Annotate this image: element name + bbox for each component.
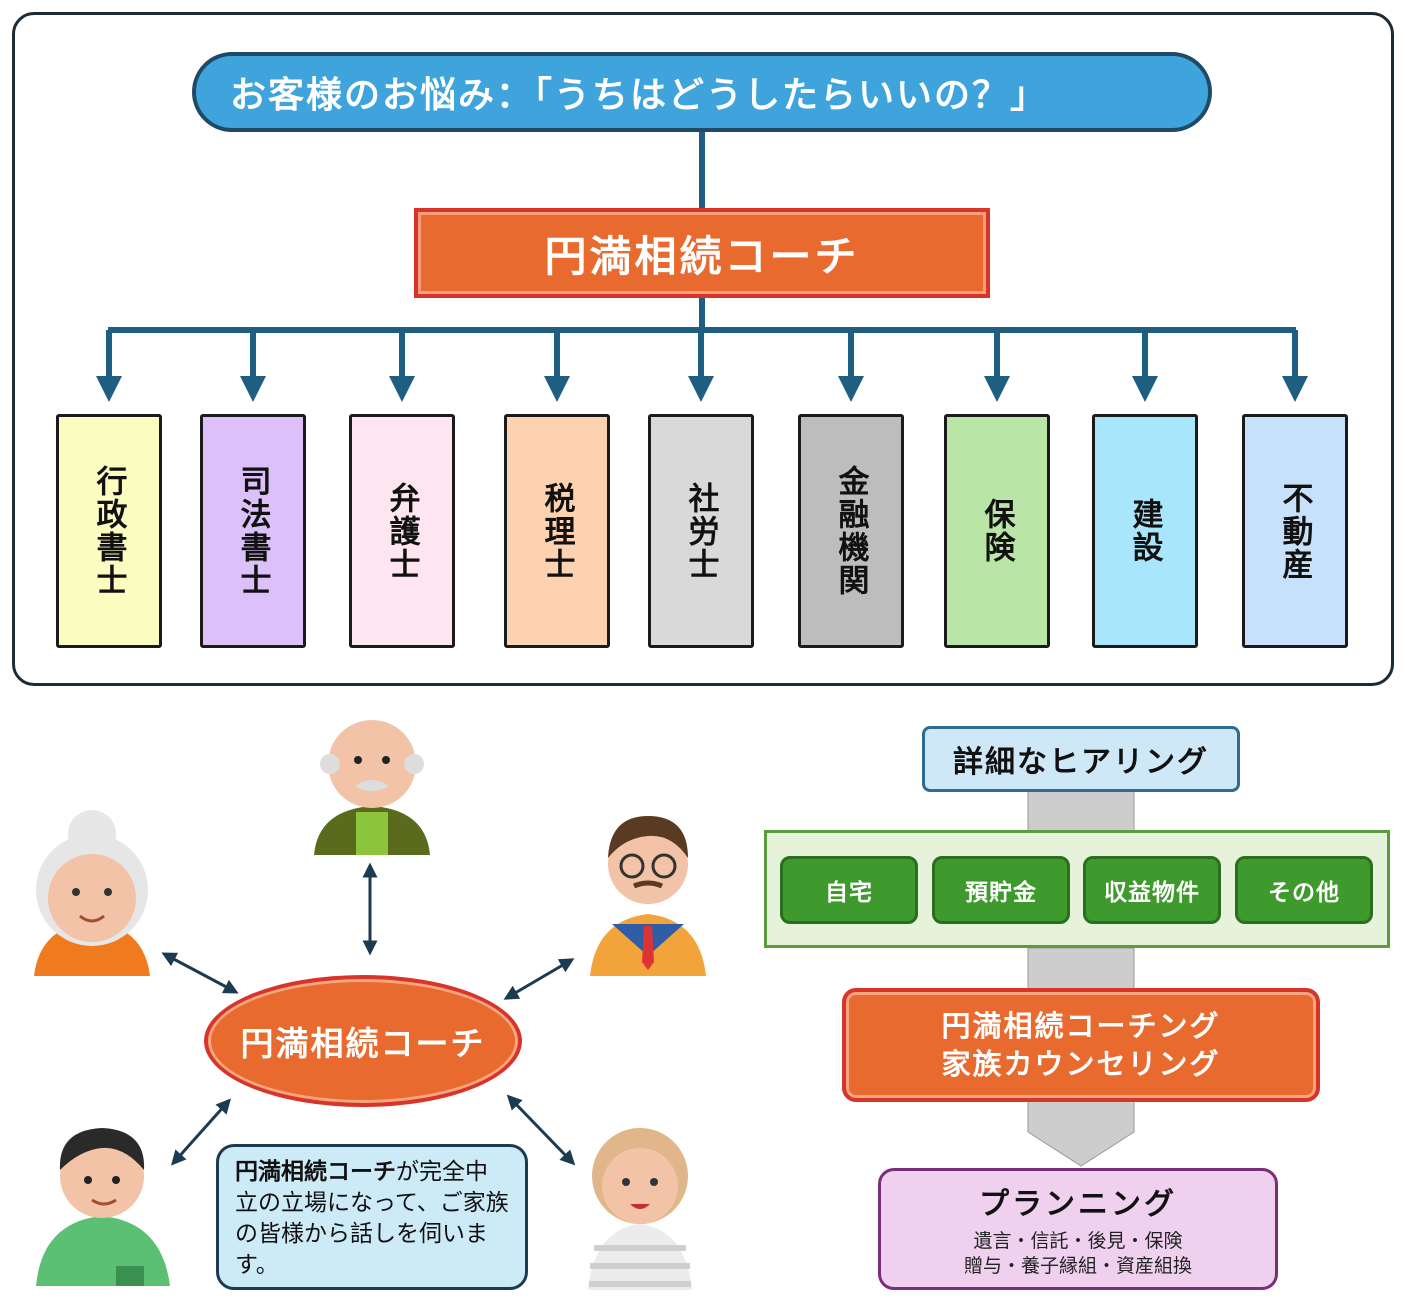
coach-note-text: が完全中立の立場になって、ご家族の皆様から話しを伺います。: [235, 1159, 509, 1278]
arrow-head: [96, 376, 122, 402]
specialist-label: 不動産: [1276, 481, 1313, 581]
family-coach-ellipse: 円満相続コーチ: [204, 975, 522, 1107]
arrow-head: [544, 376, 570, 402]
specialist-box: 行政書士: [56, 414, 162, 648]
specialist-label: 税理士: [538, 481, 575, 581]
arrow-head: [389, 376, 415, 402]
specialist-label: 司法書士: [234, 465, 271, 597]
specialist-box: 不動産: [1242, 414, 1348, 648]
family-illustration: [34, 720, 706, 1290]
org-connectors: [96, 132, 1308, 402]
detailed-hearing-box: 詳細なヒアリング: [922, 726, 1240, 792]
woman-avatar: [588, 1128, 692, 1290]
grandfather-avatar: [314, 720, 430, 855]
arrow-head: [838, 376, 864, 402]
specialist-box: 建設: [1092, 414, 1198, 648]
man-glasses-avatar: [590, 816, 706, 976]
planning-line-1: 遺言・信託・後見・保険: [973, 1230, 1183, 1252]
specialist-box: 税理士: [504, 414, 610, 648]
arrow-head: [240, 376, 266, 402]
planning-line-2: 贈与・養子縁組・資産組換: [963, 1255, 1192, 1277]
arrow-head: [688, 376, 714, 402]
coach-box: 円満相続コーチ: [414, 208, 990, 298]
arrow-head: [1132, 376, 1158, 402]
planning-title: プランニング: [979, 1187, 1177, 1222]
specialist-label: 建設: [1126, 498, 1163, 564]
arrow-head: [984, 376, 1010, 402]
specialist-box: 保険: [944, 414, 1050, 648]
specialist-label: 行政書士: [90, 465, 127, 597]
coaching-line-2: 家族カウンセリング: [941, 1047, 1221, 1081]
young-man-avatar: [36, 1128, 170, 1286]
planning-box: プランニング 遺言・信託・後見・保険 贈与・養子縁組・資産組換: [878, 1168, 1278, 1290]
arrow-head: [1282, 376, 1308, 402]
specialist-box: 社労士: [648, 414, 754, 648]
specialist-label: 保険: [978, 498, 1015, 564]
asset-item: 収益物件: [1083, 856, 1221, 924]
customer-concern-header: お客様のお悩み：「うちはどうしたらいいの？」: [192, 52, 1212, 132]
flow-arrow: [1027, 787, 1135, 1167]
specialist-label: 弁護士: [383, 481, 420, 581]
specialist-box: 司法書士: [200, 414, 306, 648]
specialist-box: 金融機関: [798, 414, 904, 648]
asset-item: 預貯金: [932, 856, 1070, 924]
coach-note: 円満相続コーチが完全中立の立場になって、ご家族の皆様から話しを伺います。: [216, 1144, 528, 1290]
specialist-label: 社労士: [682, 481, 719, 581]
coaching-box: 円満相続コーチング 家族カウンセリング: [842, 988, 1320, 1102]
asset-item: その他: [1235, 856, 1373, 924]
org-chart-frame: [12, 12, 1394, 686]
specialist-box: 弁護士: [349, 414, 455, 648]
specialist-label: 金融機関: [832, 465, 869, 597]
grandmother-avatar: [34, 810, 150, 976]
coaching-line-1: 円満相続コーチング: [941, 1009, 1221, 1043]
asset-item: 自宅: [780, 856, 918, 924]
coach-note-bold: 円満相続コーチ: [235, 1159, 396, 1185]
